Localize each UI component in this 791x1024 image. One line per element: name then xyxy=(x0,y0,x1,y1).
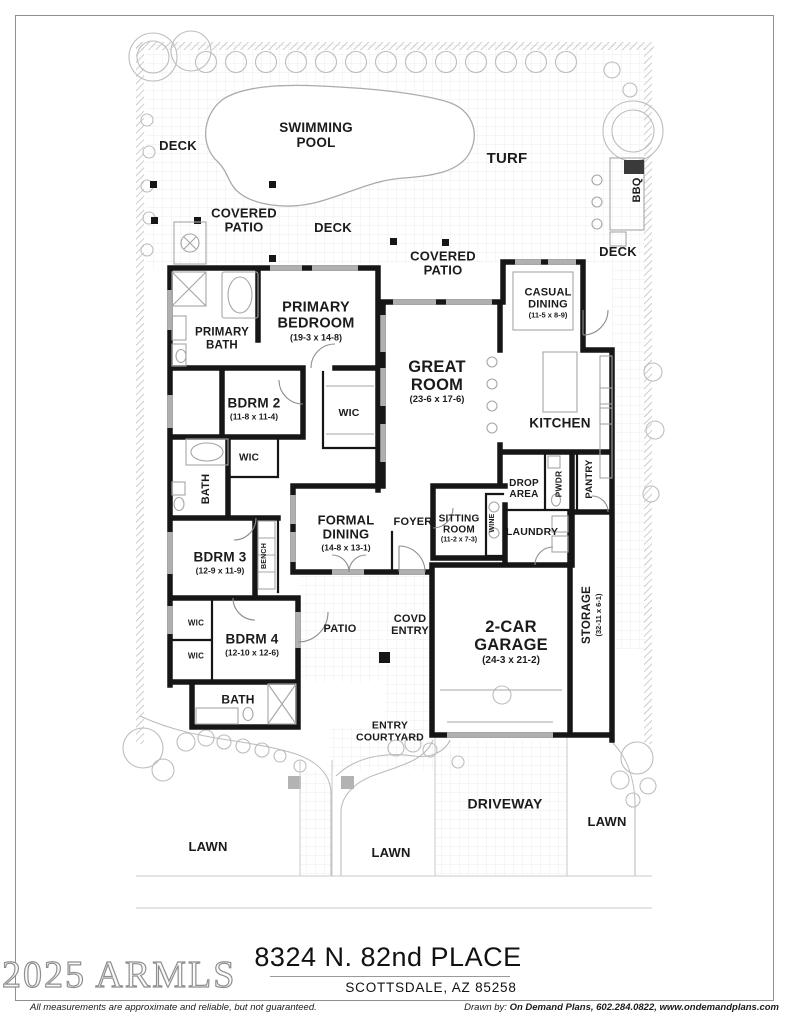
swimming-pool-shape xyxy=(205,84,475,207)
armls-watermark: 2025 ARMLS xyxy=(1,953,237,996)
page-subtitle: SCOTTSDALE, AZ 85258 xyxy=(345,980,517,995)
site-lines xyxy=(136,735,652,909)
fixtures xyxy=(171,157,645,725)
windows xyxy=(167,259,576,738)
courtyard-grid xyxy=(300,574,432,735)
drawn-by-value: On Demand Plans, 602.284.0822, www.ondem… xyxy=(509,1002,779,1013)
disclaimer-text: All measurements are approximate and rel… xyxy=(30,1002,317,1013)
title-underline xyxy=(270,976,510,977)
hardscape-grid xyxy=(146,44,646,876)
page-title: 8324 N. 82nd PLACE xyxy=(254,942,522,972)
lot-boundary xyxy=(136,42,654,744)
landscaping xyxy=(122,30,665,876)
drawn-by-text: Drawn by: On Demand Plans, 602.284.0822,… xyxy=(464,1002,779,1013)
door-arcs xyxy=(232,309,609,643)
drawn-by-label: Drawn by: xyxy=(464,1002,507,1013)
plan-border xyxy=(15,15,774,1001)
